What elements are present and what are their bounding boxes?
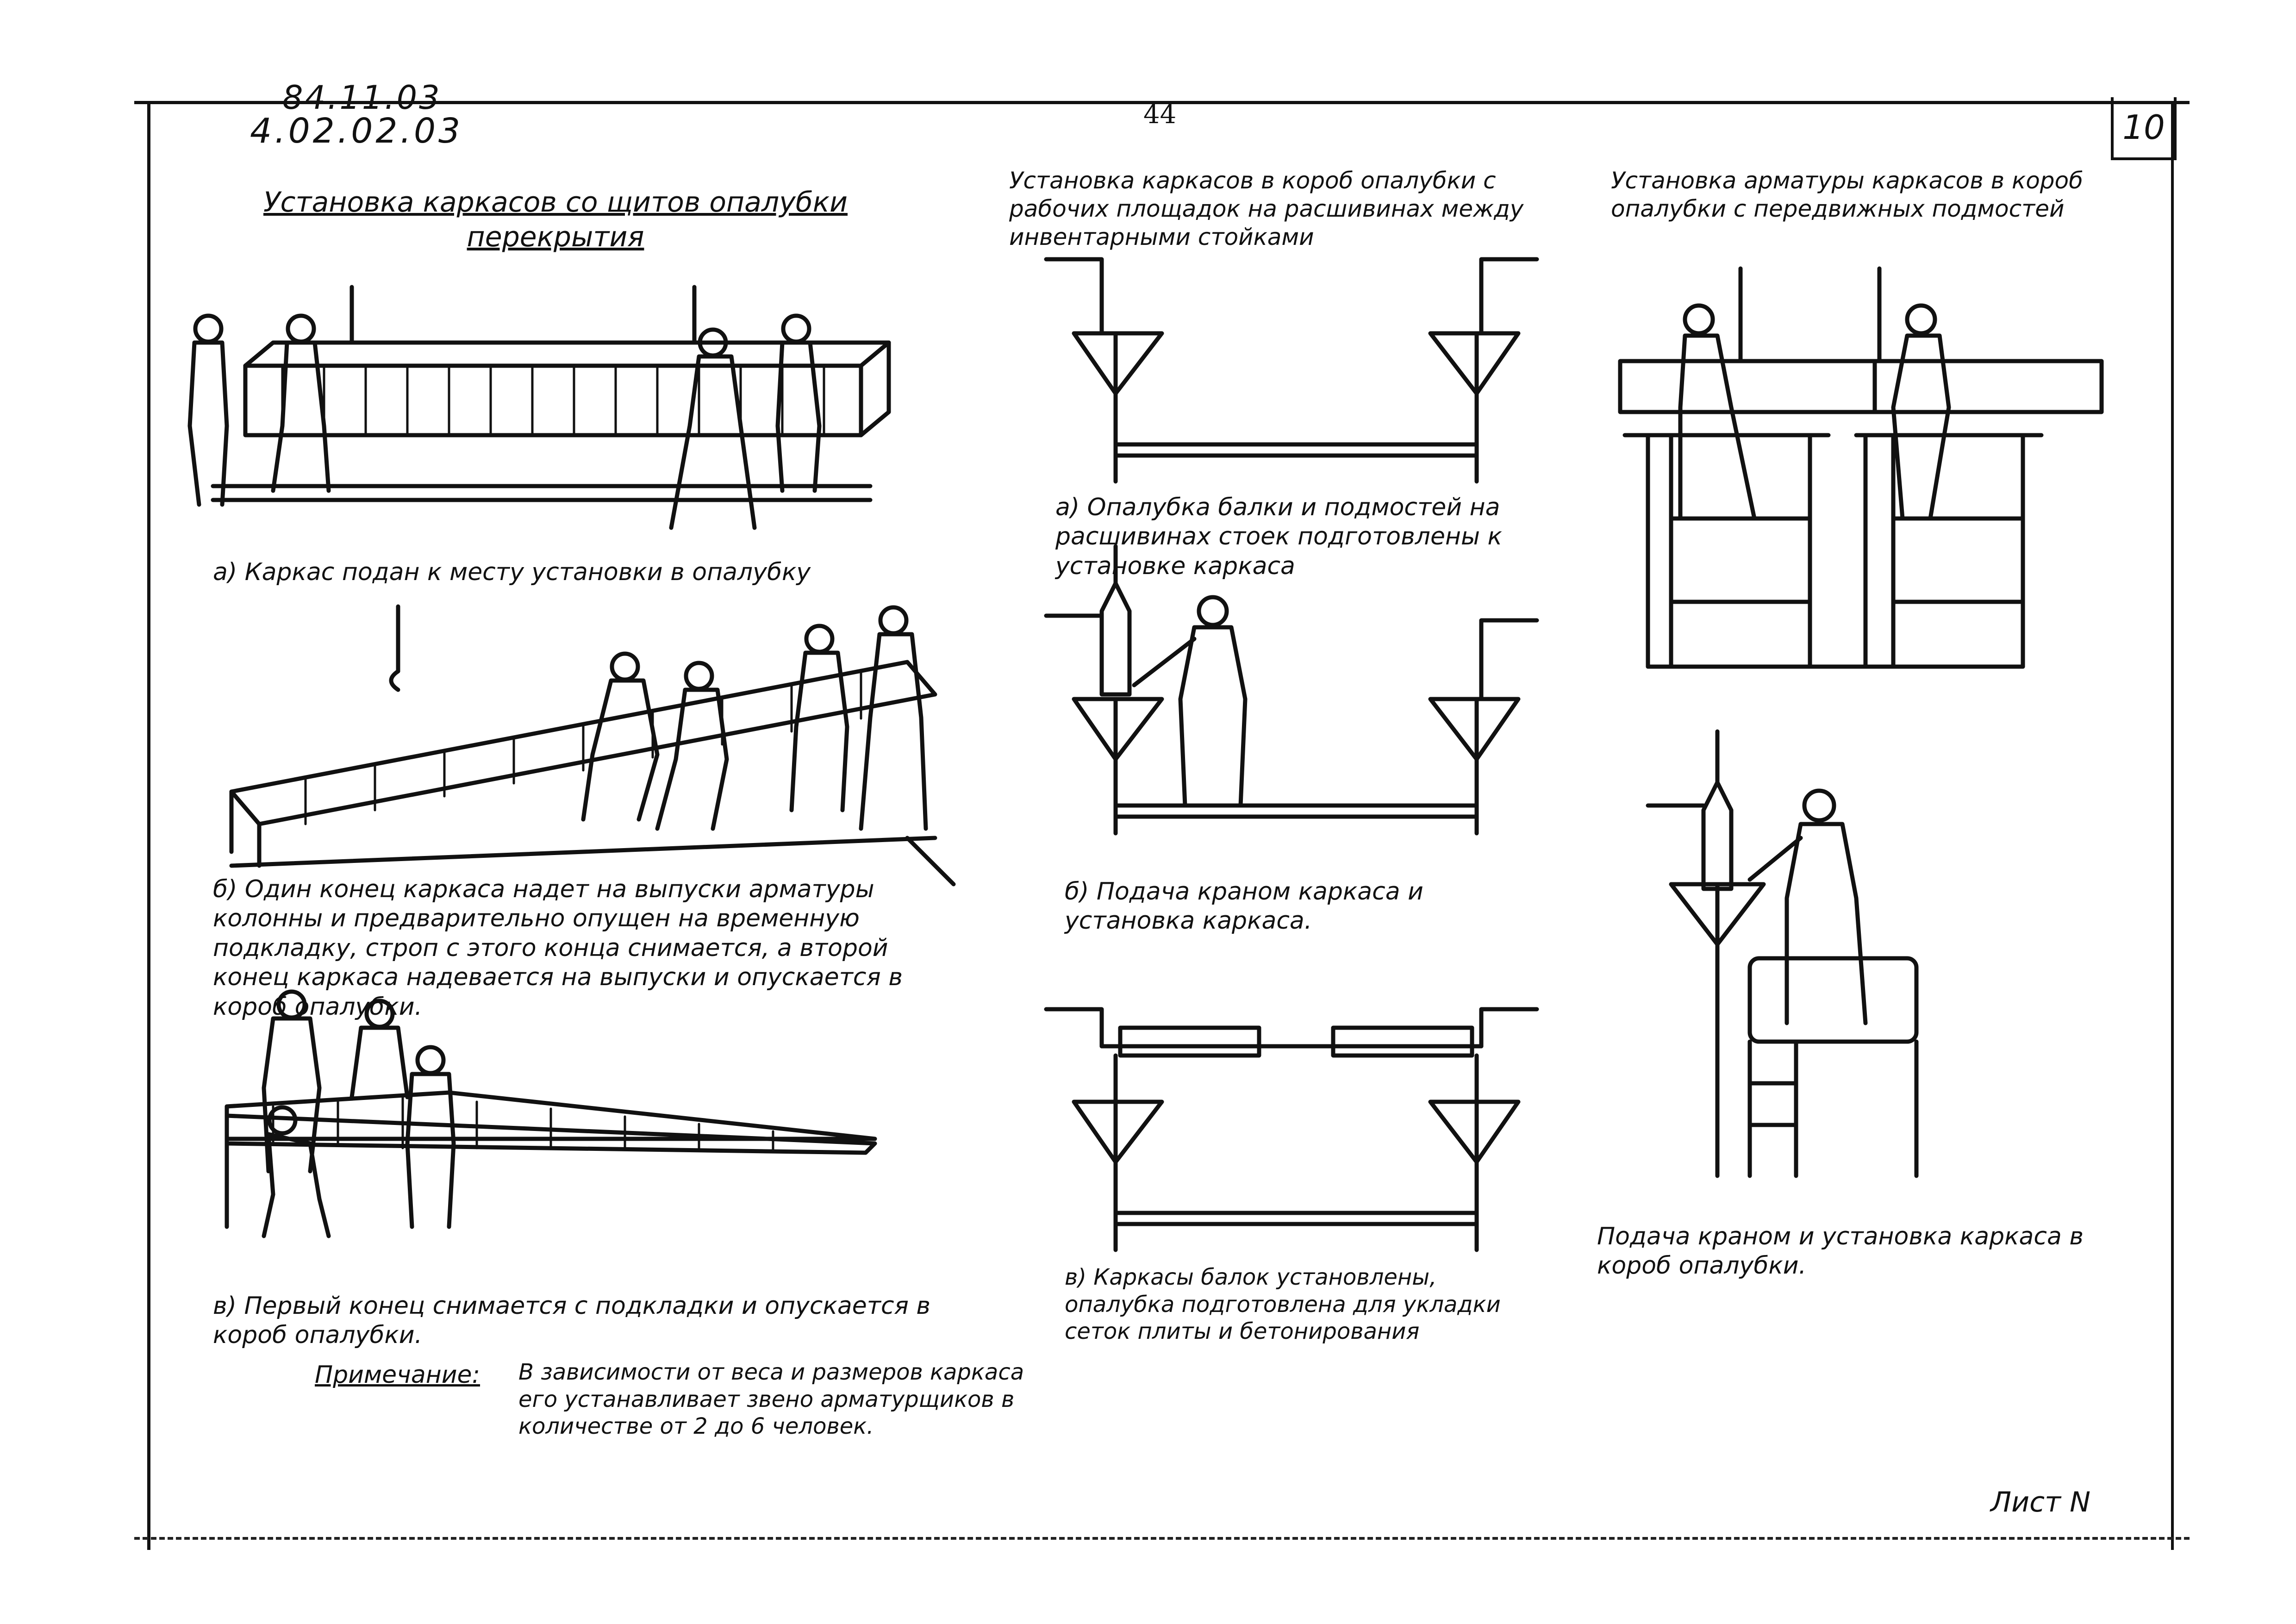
illustration-crane-feed-scaffold xyxy=(1646,729,1919,1178)
left-title: Установка каркасов со щитов опалубки пер… xyxy=(231,185,880,255)
frame-right-line xyxy=(2171,101,2174,1550)
left-title-line2: перекрытия xyxy=(467,221,644,253)
illustration-cage-lowered xyxy=(225,989,877,1238)
note-label: Примечание: xyxy=(315,1361,480,1389)
illustration-cage-on-columns xyxy=(229,604,956,887)
left-caption-b: б) Один конец каркаса надет на выпуски а… xyxy=(213,875,903,1021)
frame-top-line xyxy=(134,101,2190,104)
left-caption-c: в) Первый конец снимается с подкладки и … xyxy=(213,1292,931,1349)
sheet-label: Лист N xyxy=(1990,1486,2091,1518)
illustration-crane-feed xyxy=(1044,544,1539,836)
note-text: В зависимости от веса и размеров каркаса… xyxy=(518,1359,1024,1440)
illustration-cages-installed xyxy=(1044,1007,1539,1252)
illustration-formwork-prepared xyxy=(1044,257,1539,484)
right-title: Установка арматуры каркасов в короб опал… xyxy=(1611,167,2083,222)
illustration-mobile-scaffold-workers xyxy=(1618,266,2104,669)
left-title-line1: Установка каркасов со щитов опалубки xyxy=(263,186,848,219)
sheet-number: 10 xyxy=(2122,108,2165,147)
page-number: 44 xyxy=(1143,100,1177,130)
left-caption-a: а) Каркас подан к месту установки в опал… xyxy=(213,558,811,586)
frame-bottom-line xyxy=(134,1537,2190,1540)
frame-left-line xyxy=(147,101,150,1550)
document-code-2: 4.02.02.03 xyxy=(250,111,463,151)
right-caption: Подача краном и установка каркаса в коро… xyxy=(1597,1223,2084,1280)
sheet-number-box: 10 xyxy=(2111,97,2177,160)
document-code-1: 84.11.03 xyxy=(282,79,442,117)
illustration-cage-delivered xyxy=(187,285,891,530)
middle-title: Установка каркасов в короб опалубки с ра… xyxy=(1009,167,1524,250)
middle-caption-b: б) Подача краном каркаса и установка кар… xyxy=(1065,878,1423,935)
middle-caption-a: а) Опалубка балки и подмостей на расшиви… xyxy=(1055,493,1502,580)
middle-caption-c: в) Каркасы балок установлены, опалубка п… xyxy=(1065,1264,1501,1345)
